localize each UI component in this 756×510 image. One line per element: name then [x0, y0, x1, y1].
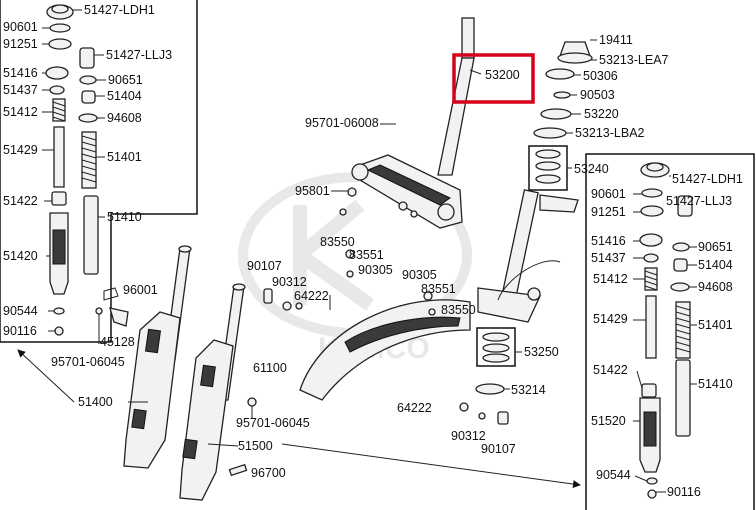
callout-90107-b: 90107 — [481, 442, 516, 456]
lower-triple-clamp — [477, 189, 579, 323]
callout-83550-b: 83550 — [441, 303, 476, 317]
callout-51412-left: 51412 — [3, 105, 38, 119]
callout-90651-left: 90651 — [108, 73, 143, 87]
callout-53213-lba2: 53213-LBA2 — [575, 126, 645, 140]
callout-61100: 61100 — [253, 361, 287, 375]
callout-91251-left: 91251 — [3, 37, 38, 51]
callout-94608-left: 94608 — [107, 111, 142, 125]
callout-90651-right: 90651 — [698, 240, 733, 254]
callout-95801: 95801 — [295, 184, 330, 198]
callout-51400: 51400 — [78, 395, 113, 409]
callout-90116-right: 90116 — [667, 485, 701, 499]
callout-50306: 50306 — [583, 69, 618, 83]
callout-95701-06008: 95701-06008 — [305, 116, 379, 130]
callout-53220: 53220 — [584, 107, 619, 121]
callout-51416-right: 51416 — [591, 234, 626, 248]
callout-51429-left: 51429 — [3, 143, 38, 157]
upper-bearing-stack — [533, 39, 597, 139]
callout-51416-left: 51416 — [3, 66, 38, 80]
fasteners-center — [263, 123, 509, 425]
left-inset-labels: 51427-LDH1 90601 91251 51427-LLJ3 51416 … — [3, 3, 172, 338]
callout-90305-b: 90305 — [402, 268, 437, 282]
callout-90544-left: 90544 — [3, 304, 38, 318]
callout-83551-b: 83551 — [421, 282, 456, 296]
left-inset-frame — [0, 0, 198, 343]
callout-51410-right: 51410 — [698, 377, 733, 391]
callout-90305-a: 90305 — [358, 263, 393, 277]
callout-64222-b: 64222 — [397, 401, 432, 415]
callout-90601-right: 90601 — [591, 187, 626, 201]
bearing-set-53250 — [475, 327, 522, 395]
callout-51427-ldh1-left: 51427-LDH1 — [84, 3, 155, 17]
callout-90503: 90503 — [580, 88, 615, 102]
callout-90116-left: 90116 — [3, 324, 37, 338]
right-inset-frame — [585, 153, 755, 510]
callout-51427-ldh1-right: 51427-LDH1 — [672, 172, 743, 186]
callout-45128: 45128 — [100, 335, 135, 349]
callout-51401-left: 51401 — [107, 150, 142, 164]
callout-51429-right: 51429 — [593, 312, 628, 326]
front-fender — [299, 295, 471, 401]
callout-83550-a: 83550 — [320, 235, 355, 249]
callout-94608-right: 94608 — [698, 280, 733, 294]
callout-51437-right: 51437 — [591, 251, 626, 265]
callout-51401-right: 51401 — [698, 318, 733, 332]
callout-51410-left: 51410 — [107, 210, 142, 224]
highlight-box-53200 — [452, 53, 535, 104]
callout-95701-06045-a: 95701-06045 — [51, 355, 125, 369]
callout-95701-06045-b: 95701-06045 — [236, 416, 310, 430]
arrow-to-left-inset — [17, 349, 75, 403]
callout-51422-left: 51422 — [3, 194, 38, 208]
callout-90312-a: 90312 — [272, 275, 307, 289]
callout-51412-right: 51412 — [593, 272, 628, 286]
callout-51437-left: 51437 — [3, 83, 38, 97]
callout-90107-a: 90107 — [247, 259, 282, 273]
right-inset-parts — [633, 162, 697, 499]
callout-53200: 53200 — [485, 68, 520, 82]
left-inset-parts — [42, 4, 106, 336]
callout-90312-b: 90312 — [451, 429, 486, 443]
callout-53213-lea7: 53213-LEA7 — [599, 53, 669, 67]
callout-19411: 19411 — [599, 33, 633, 47]
left-fork-assembly — [95, 245, 257, 501]
callout-51420-left: 51420 — [3, 249, 38, 263]
bearing-set-53240 — [528, 145, 572, 191]
right-inset-labels: 51427-LDH1 90601 51427-LLJ3 91251 51416 … — [591, 172, 743, 499]
callout-91251-right: 91251 — [591, 205, 626, 219]
main-labels: 96001 45128 95701-06045 51400 95701-0604… — [51, 33, 669, 480]
callout-96001: 96001 — [123, 283, 158, 297]
callout-64222-a: 64222 — [294, 289, 329, 303]
callout-96700: 96700 — [251, 466, 286, 480]
arrow-to-right-inset — [281, 443, 581, 489]
callout-51500: 51500 — [238, 439, 273, 453]
callout-51404-left: 51404 — [107, 89, 142, 103]
callout-90601-left: 90601 — [3, 20, 38, 34]
callout-90544-right: 90544 — [596, 468, 631, 482]
callout-51427-llj3-right: 51427-LLJ3 — [666, 194, 732, 208]
callout-53250: 53250 — [524, 345, 559, 359]
callout-53240: 53240 — [574, 162, 609, 176]
callout-83551-a: 83551 — [349, 248, 384, 262]
callout-53214: 53214 — [511, 383, 546, 397]
callout-51427-llj3-left: 51427-LLJ3 — [106, 48, 172, 62]
steering-stem — [351, 17, 475, 229]
callout-51520-right: 51520 — [591, 414, 626, 428]
main-leader-lines — [128, 69, 482, 447]
callout-51422-right: 51422 — [593, 363, 628, 377]
callout-51404-right: 51404 — [698, 258, 733, 272]
